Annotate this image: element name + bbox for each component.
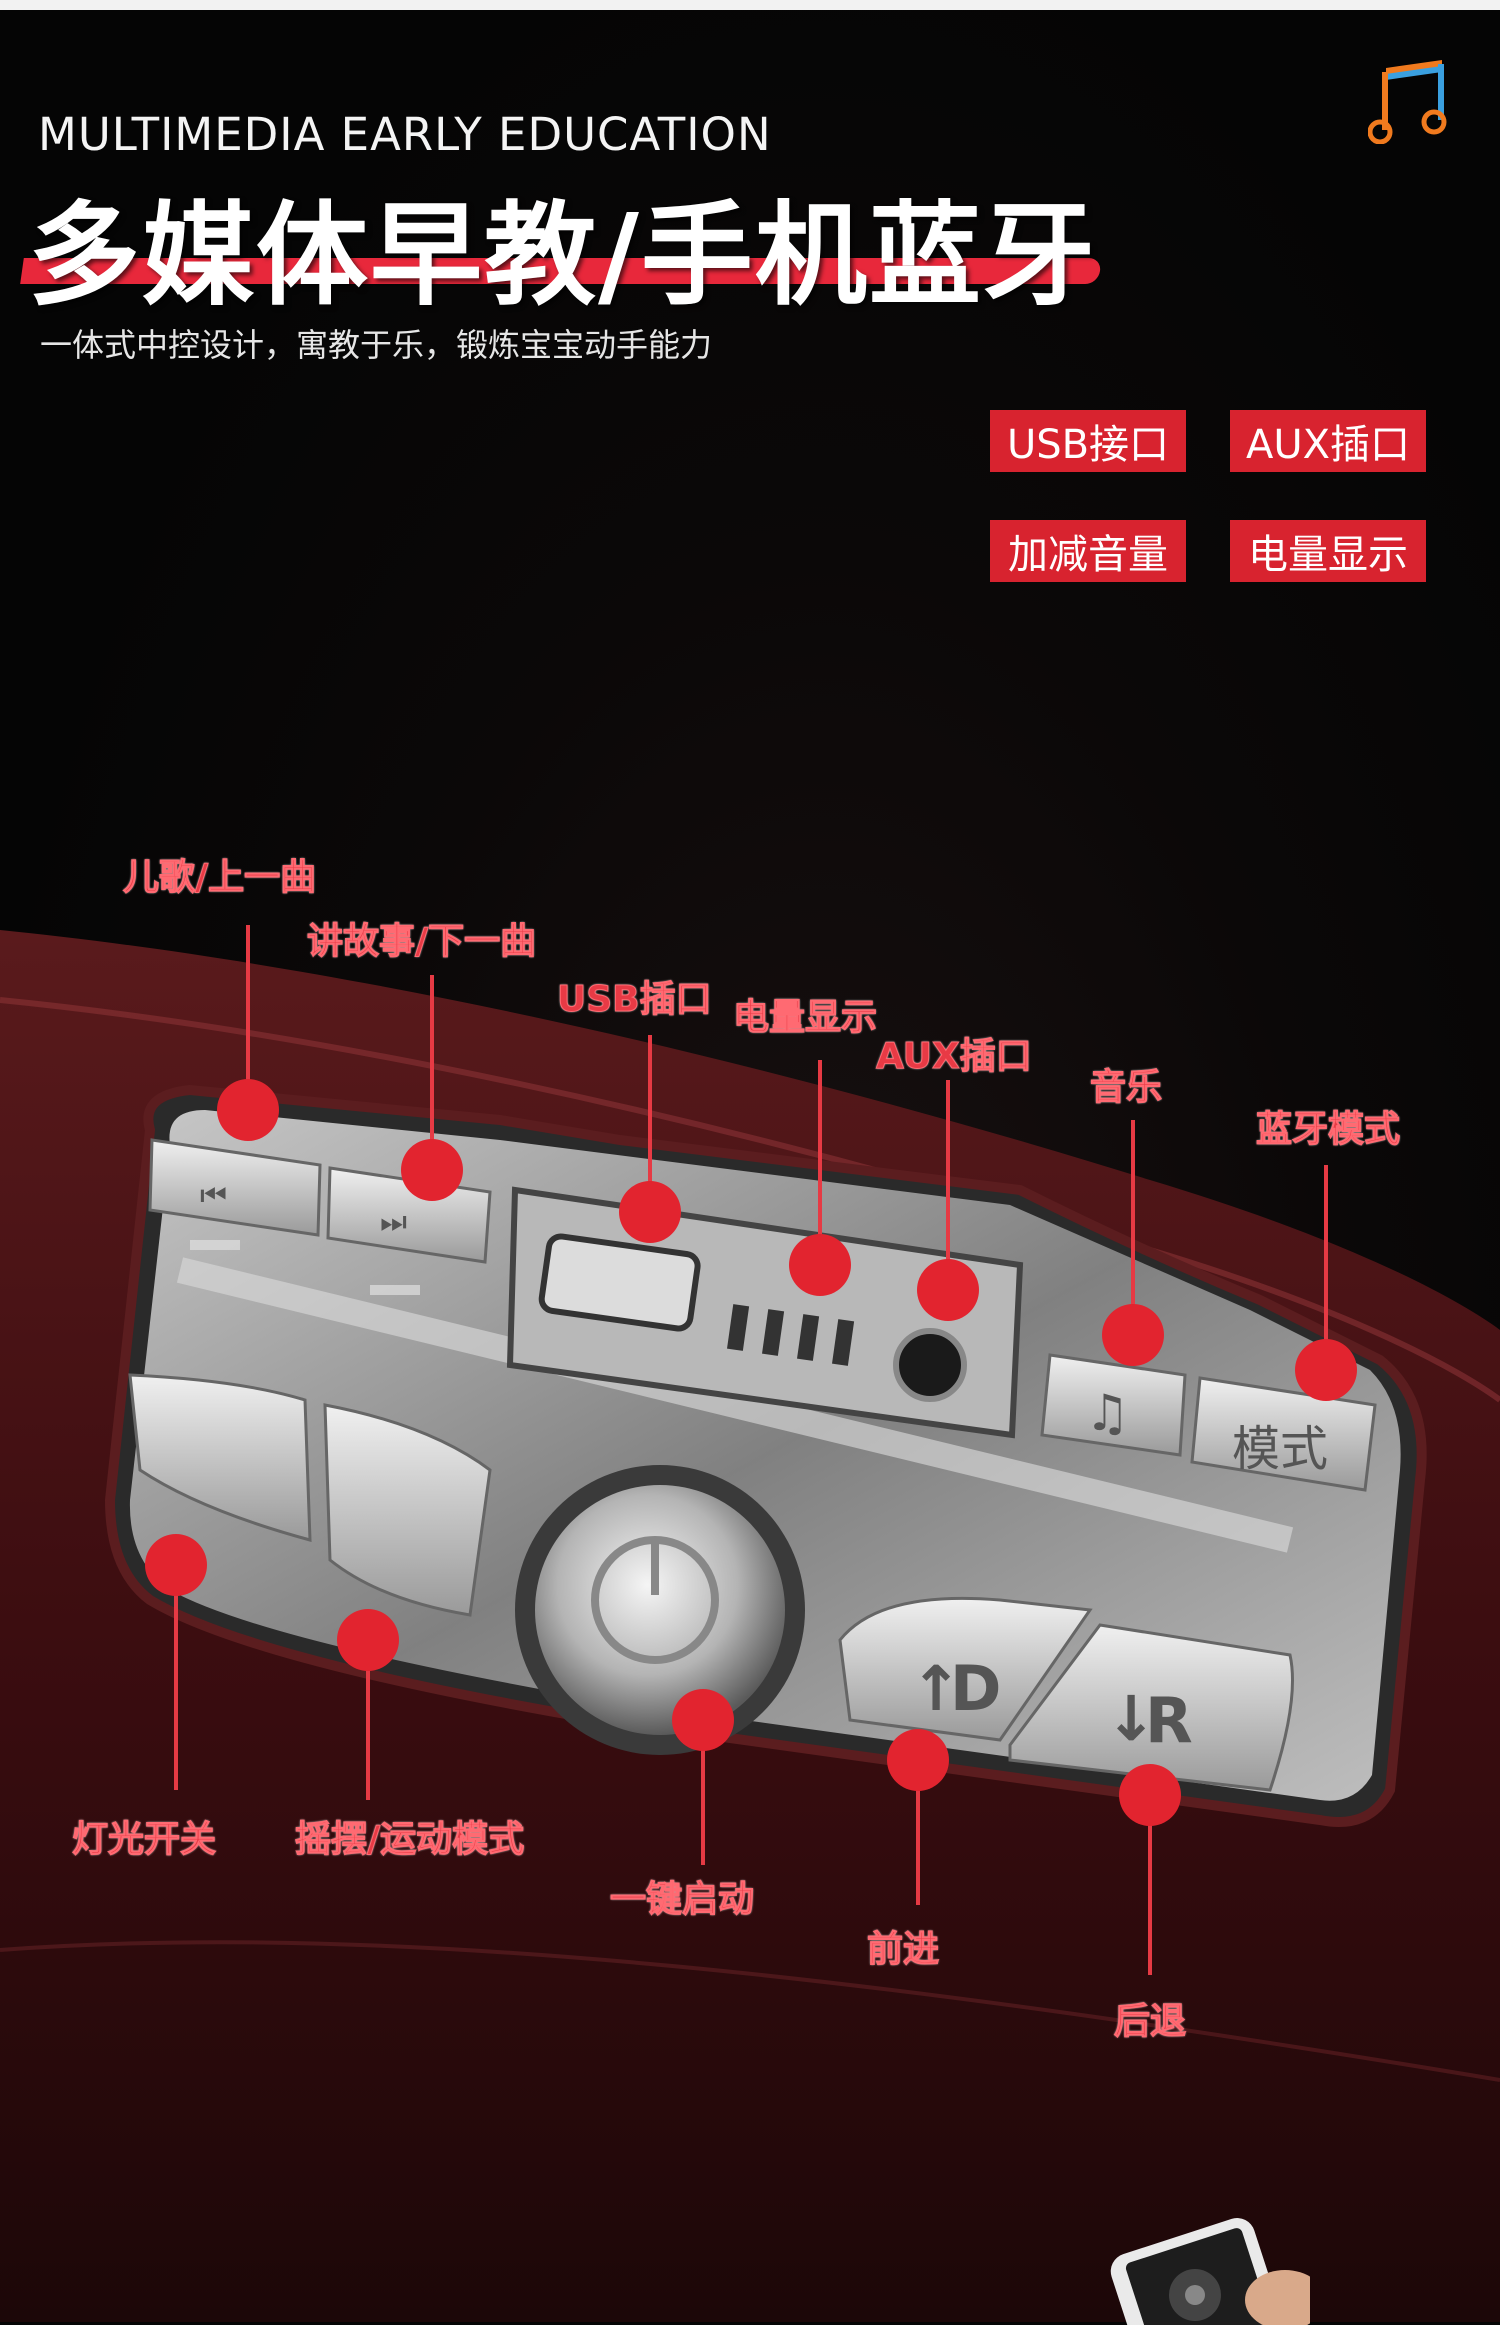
svg-text:模式: 模式 bbox=[1232, 1421, 1328, 1477]
chinese-title: 多媒体早教/手机蓝牙 bbox=[28, 191, 1097, 321]
subtitle: 一体式中控设计，寓教于乐，锻炼宝宝动手能力 bbox=[40, 326, 713, 364]
callout-songs-prev: 儿歌/上一曲 bbox=[122, 857, 317, 899]
svg-text:D: D bbox=[950, 1652, 1001, 1725]
callout-start: 一键启动 bbox=[609, 1879, 755, 1921]
svg-text:R: R bbox=[1145, 1684, 1193, 1757]
callout-aux-port: AUX插口 bbox=[876, 1036, 1033, 1078]
callout-swing: 摇摆/运动模式 bbox=[294, 1819, 525, 1861]
svg-text:↓: ↓ bbox=[1105, 1682, 1157, 1755]
svg-text:↑: ↑ bbox=[910, 1652, 962, 1725]
tag-battery: 电量显示 bbox=[1230, 520, 1426, 582]
tag-usb: USB接口 bbox=[990, 410, 1186, 472]
aux-port[interactable] bbox=[893, 1328, 967, 1402]
svg-text:♫: ♫ bbox=[1085, 1384, 1130, 1442]
usb-port[interactable] bbox=[538, 1233, 701, 1332]
battery-indicator bbox=[727, 1304, 855, 1366]
music-button[interactable]: ♫ bbox=[1040, 1353, 1187, 1457]
callout-dots bbox=[145, 1079, 1357, 1826]
swing-mode-button[interactable] bbox=[323, 1403, 492, 1617]
phone-icon bbox=[1110, 2218, 1310, 2325]
forward-button[interactable]: ↑ D bbox=[838, 1596, 1093, 1742]
svg-text:⏮: ⏮ bbox=[200, 1178, 227, 1213]
callout-story-next: 讲故事/下一曲 bbox=[306, 921, 537, 963]
callout-light: 灯光开关 bbox=[71, 1819, 217, 1861]
music-note-icon bbox=[1368, 60, 1447, 144]
top-band bbox=[0, 0, 1500, 10]
callout-forward: 前进 bbox=[866, 1929, 940, 1971]
callout-usb-port: USB插口 bbox=[557, 979, 713, 1021]
light-button[interactable] bbox=[128, 1373, 312, 1542]
tag-aux: AUX插口 bbox=[1230, 410, 1426, 472]
tag-volume: 加减音量 bbox=[990, 520, 1186, 582]
english-title: MULTIMEDIA EARLY EDUCATION bbox=[38, 108, 772, 161]
start-knob[interactable] bbox=[515, 1465, 805, 1755]
callout-reverse: 后退 bbox=[1113, 2001, 1187, 2043]
svg-text:⏭: ⏭ bbox=[380, 1205, 407, 1240]
reverse-button[interactable]: ↓ R bbox=[1008, 1623, 1294, 1792]
callout-music: 音乐 bbox=[1089, 1067, 1163, 1109]
callout-bluetooth: 蓝牙模式 bbox=[1255, 1109, 1401, 1151]
callout-battery: 电量显示 bbox=[732, 997, 878, 1039]
button-prev[interactable]: ⏮ bbox=[148, 1138, 322, 1237]
